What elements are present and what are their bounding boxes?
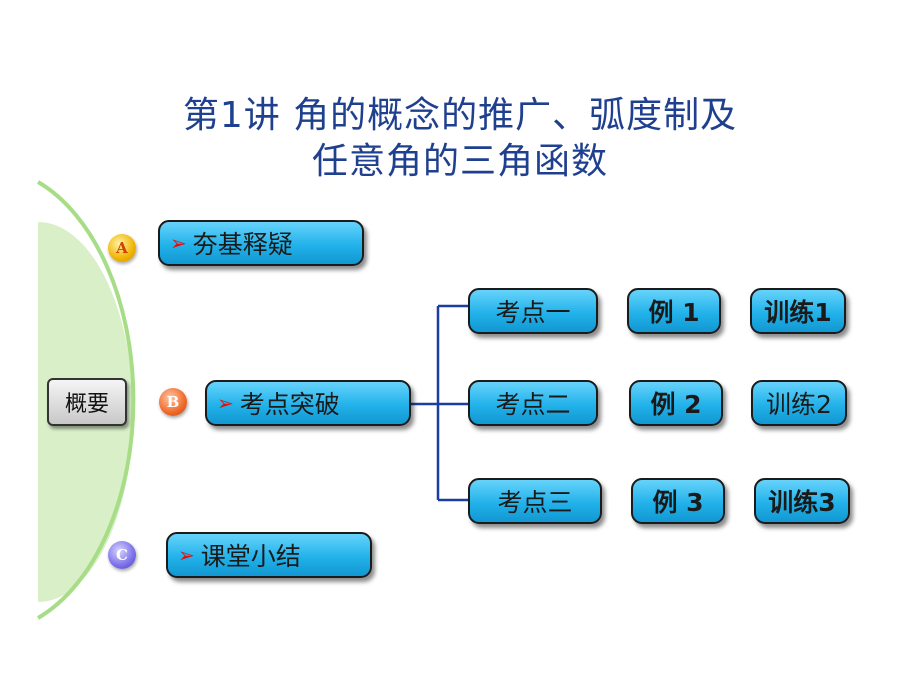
training-1-label: 训练1	[764, 298, 832, 327]
exam-point-3-label: 考点三	[497, 488, 573, 517]
exam-point-3-button[interactable]: 考点三	[468, 478, 602, 524]
training-1-button[interactable]: 训练1	[750, 288, 846, 334]
outer-arc	[36, 180, 136, 620]
section-basics-button[interactable]: ➢ 夯基释疑	[158, 220, 364, 266]
section-breakthrough-label: 考点突破	[239, 390, 340, 419]
example-3-label: 例 3	[652, 488, 704, 517]
arrow-icon: ➢	[178, 543, 195, 567]
section-a-badge: A	[108, 234, 136, 262]
exam-point-2-button[interactable]: 考点二	[468, 380, 598, 426]
overview-button[interactable]: 概要	[47, 378, 127, 426]
arrow-icon: ➢	[217, 391, 234, 415]
page-title-line-1: 第1讲 角的概念的推广、弧度制及	[182, 95, 738, 136]
section-summary-button[interactable]: ➢ 课堂小结	[166, 532, 372, 578]
section-breakthrough-button[interactable]: ➢ 考点突破	[205, 380, 411, 426]
section-summary-label: 课堂小结	[200, 542, 301, 571]
example-3-button[interactable]: 例 3	[631, 478, 725, 524]
connector-lines	[410, 304, 470, 502]
section-b-badge: B	[159, 388, 187, 416]
example-2-label: 例 2	[650, 390, 702, 419]
section-basics-label: 夯基释疑	[192, 230, 293, 259]
section-c-badge: C	[108, 541, 136, 569]
exam-point-1-label: 考点一	[495, 298, 571, 327]
training-3-label: 训练3	[768, 488, 836, 517]
page-title-line-2: 任意角的三角函数	[311, 141, 608, 182]
example-1-button[interactable]: 例 1	[627, 288, 721, 334]
example-1-label: 例 1	[648, 298, 700, 327]
arrow-icon: ➢	[170, 231, 187, 255]
exam-point-2-label: 考点二	[495, 390, 571, 419]
training-2-label: 训练2	[766, 390, 832, 419]
training-2-button[interactable]: 训练2	[751, 380, 847, 426]
exam-point-1-button[interactable]: 考点一	[468, 288, 598, 334]
example-2-button[interactable]: 例 2	[629, 380, 723, 426]
training-3-button[interactable]: 训练3	[754, 478, 850, 524]
